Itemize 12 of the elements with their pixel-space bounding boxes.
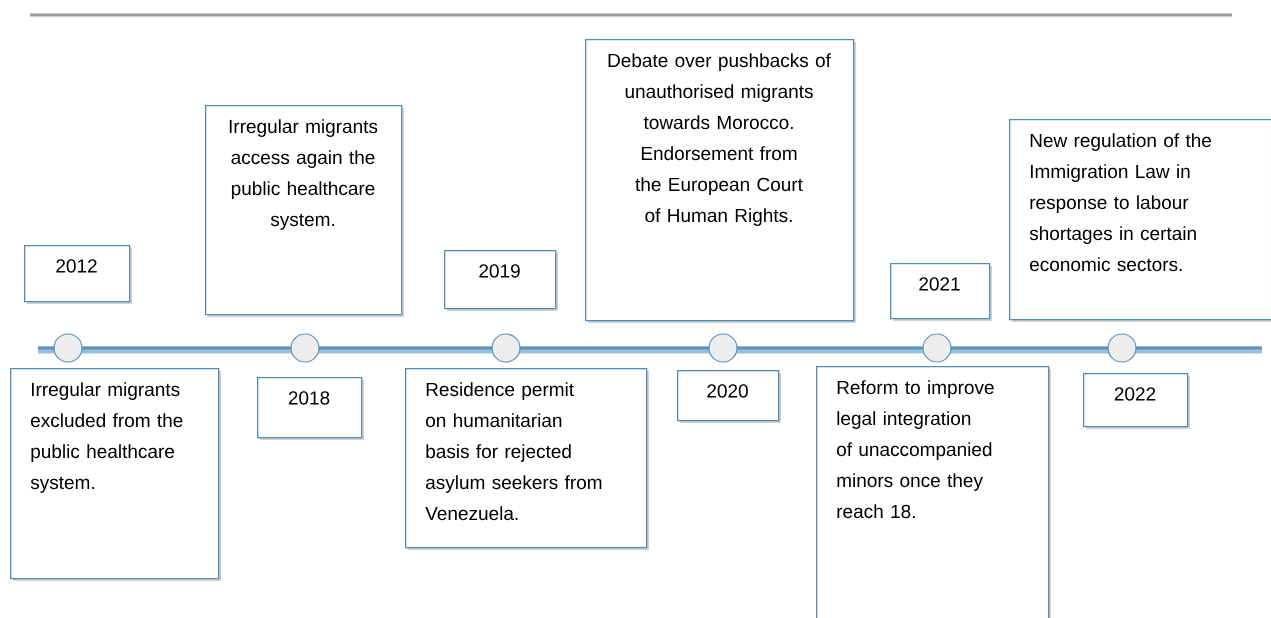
year-box: 2019 xyxy=(444,250,558,311)
event-box: Debate over pushbacks of unauthorised migrants towards Morocco. Endorsement from the European Court of Human Rights. xyxy=(585,39,856,323)
year-box: 2012 xyxy=(24,245,132,304)
year-box: 2022 xyxy=(1083,373,1190,429)
event-box: New regulation of the Immigration Law in response to labour shortages in certain economic sectors. xyxy=(1009,119,1271,322)
event-box: Irregular migrants excluded from the public healthcare system. xyxy=(10,368,221,581)
year-box: 2018 xyxy=(257,377,364,440)
event-box: Residence permit on humanitarian basis for rejected asylum seekers from Venezuela. xyxy=(405,368,649,550)
year-box: 2020 xyxy=(677,370,781,423)
event-box: Irregular migrants access again the public healthcare system. xyxy=(205,105,404,317)
event-box: Reform to improve legal integration of unaccompanied minors once they reach 18. xyxy=(816,366,1051,618)
year-box: 2021 xyxy=(890,263,992,321)
